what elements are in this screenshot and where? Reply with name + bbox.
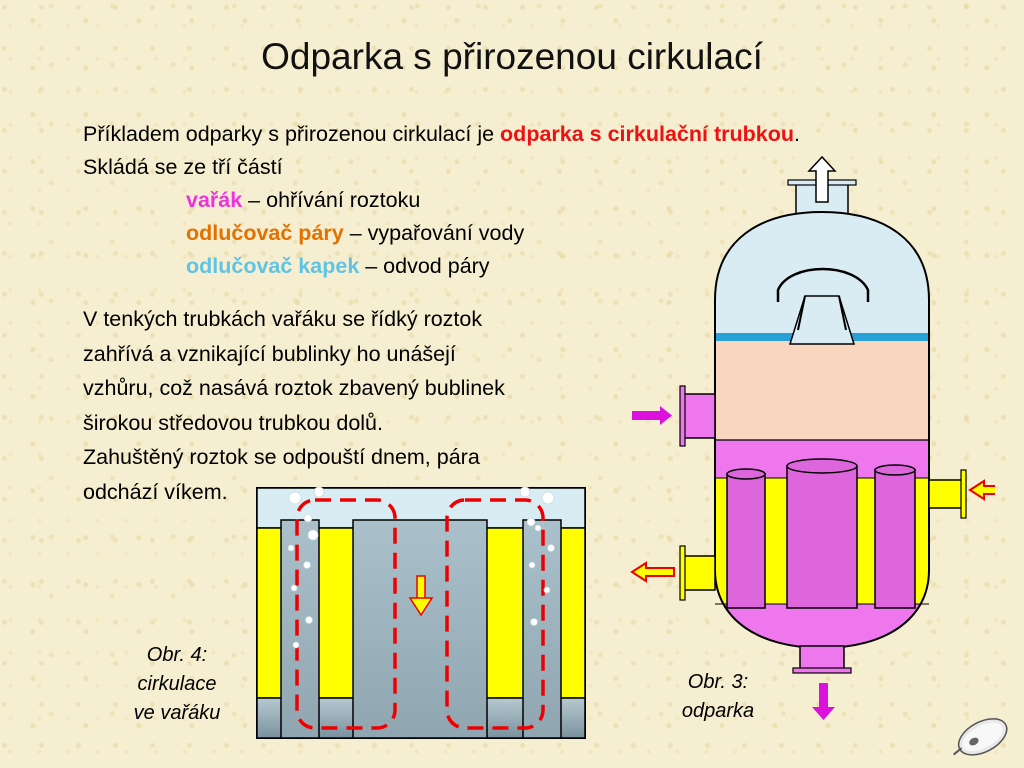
part-item-varak: vařák – ohřívání roztoku <box>186 188 421 212</box>
nozzle-inlet-left <box>679 385 716 447</box>
arrow-down-icon <box>812 683 835 720</box>
part-item-odlucovac-kapek: odlučovač kapek – odvod páry <box>186 254 490 278</box>
part-item-odlucovac-pary: odlučovač páry – vypařování vody <box>186 221 525 245</box>
paragraph-line: Zahuštěný roztok se odpouští dnem, pára <box>83 445 480 469</box>
paragraph-line: širokou středovou trubkou dolů. <box>83 410 383 435</box>
circulation-loop-left <box>295 498 397 730</box>
paragraph-line: vzhůru, což nasává roztok zbavený bublin… <box>83 376 505 400</box>
paragraph-line: V tenkých trubkách vařáku se řídký rozto… <box>83 307 483 331</box>
boiler-circulation-diagram <box>256 486 586 739</box>
vessel-outline <box>714 210 930 650</box>
figure-4-caption: Obr. 4: cirkulace ve vařáku <box>133 644 221 724</box>
description-paragraph: V tenkých trubkách vařáku se řídký rozto… <box>83 302 603 509</box>
nozzle-condensate-left <box>679 545 716 601</box>
arrow-up-icon <box>807 155 837 203</box>
thin-tube-left <box>280 519 320 739</box>
evaporator-diagram <box>630 155 995 720</box>
figure-3-caption: Obr. 3: odparka <box>681 671 755 722</box>
highlight-term: odparka s cirkulační trubkou <box>500 122 794 146</box>
paragraph-line: odchází víkem. <box>83 479 228 504</box>
intro-line-1: Příkladem odparky s přirozenou cirkulací… <box>83 122 800 146</box>
arrow-left-icon <box>968 479 995 501</box>
boiler-tubes <box>726 458 916 609</box>
arrow-down-icon <box>408 575 434 617</box>
paragraph-line: zahřívá a vznikající bublinky ho unášejí <box>83 341 456 366</box>
nozzle-steam-right <box>928 469 967 519</box>
bubbles <box>287 486 555 649</box>
bottom-drain-nozzle <box>792 645 852 674</box>
baffle <box>776 267 870 345</box>
mouse-icon[interactable] <box>944 708 1016 764</box>
intro-text: Příkladem odparky s přirozenou cirkulací… <box>83 118 800 283</box>
circulation-loop-right <box>445 498 545 730</box>
intro-line-2: Skládá se ze tří částí <box>83 155 283 179</box>
slide-title: Odparka s přirozenou cirkulací <box>261 36 763 77</box>
central-downcomer-tube <box>352 519 488 739</box>
arrow-right-icon <box>632 406 672 425</box>
arrow-left-icon <box>630 561 675 583</box>
vapor-separator-zone <box>715 341 929 440</box>
